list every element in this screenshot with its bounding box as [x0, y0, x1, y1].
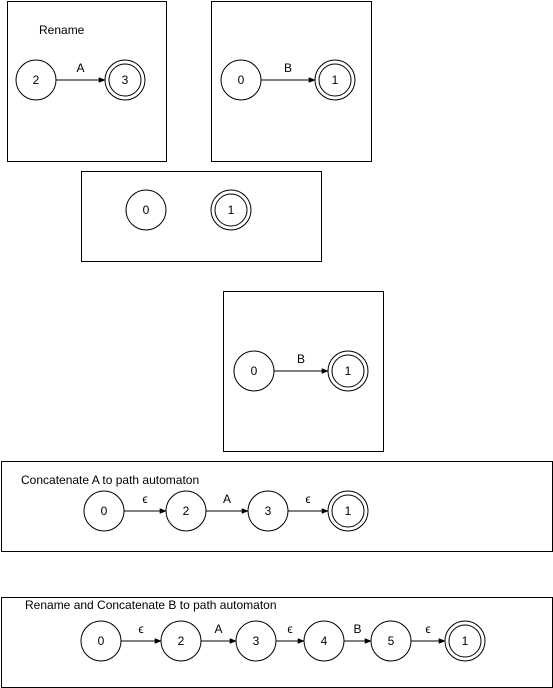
state-label: 0 — [98, 634, 105, 648]
accept-ring — [318, 63, 352, 97]
accept-state: 1 — [444, 620, 486, 662]
state-label: 2 — [183, 504, 190, 518]
state-label: 1 — [228, 203, 235, 217]
state-label: 3 — [265, 504, 272, 518]
transition-label: A — [214, 622, 222, 636]
state-label: 0 — [101, 504, 108, 518]
panel-automaton-b-copy: B 0 1 — [223, 291, 384, 452]
transition-label: ϵ — [305, 492, 310, 506]
accept-ring — [448, 624, 482, 658]
state-label: 3 — [122, 73, 129, 87]
state: 5 — [370, 620, 412, 662]
state-label: 2 — [33, 73, 40, 87]
panel-title: Rename and Concatenate B to path automat… — [25, 598, 277, 612]
transition-label: ϵ — [287, 622, 292, 636]
state: 0 — [233, 350, 275, 392]
transition-label: B — [284, 61, 292, 75]
accept-ring — [108, 63, 142, 97]
state: 0 — [220, 59, 262, 101]
transition-label: ϵ — [142, 492, 147, 506]
state-circle — [80, 620, 122, 662]
state: 2 — [15, 59, 57, 101]
state: 3 — [235, 620, 277, 662]
state-circle — [220, 59, 262, 101]
panel-frame — [81, 171, 322, 262]
state-label: 1 — [345, 364, 352, 378]
state-label: 1 — [462, 634, 469, 648]
panel-title: Concatenate A to path automaton — [21, 473, 199, 487]
state-label: 0 — [143, 203, 150, 217]
state-circle — [247, 490, 289, 532]
state-circle — [160, 620, 202, 662]
transition-label: A — [76, 61, 84, 75]
state: 0 — [80, 620, 122, 662]
state-label: 4 — [321, 634, 328, 648]
accept-state: 1 — [314, 59, 356, 101]
state: 2 — [165, 490, 207, 532]
state: 4 — [303, 620, 345, 662]
transition-label: ϵ — [138, 622, 143, 636]
state-label: 1 — [332, 73, 339, 87]
state-label: 0 — [251, 364, 258, 378]
state-circle — [370, 620, 412, 662]
accept-ring — [331, 354, 365, 388]
state-circle — [235, 620, 277, 662]
transition-label: B — [353, 622, 361, 636]
transition-label: ϵ — [425, 622, 430, 636]
state: 3 — [247, 490, 289, 532]
accept-state: 1 — [210, 189, 252, 231]
state-label: 2 — [178, 634, 185, 648]
accept-state: 3 — [104, 59, 146, 101]
state-circle — [233, 350, 275, 392]
panel-title: Rename — [39, 23, 85, 37]
state-circle — [125, 189, 167, 231]
state-circle — [15, 59, 57, 101]
accept-state: 1 — [327, 350, 369, 392]
panel-automaton-b: B 0 1 — [211, 1, 372, 162]
accept-ring — [331, 494, 365, 528]
state-circle — [303, 620, 345, 662]
accept-state: 1 — [327, 490, 369, 532]
state-label: 3 — [253, 634, 260, 648]
state-circle — [165, 490, 207, 532]
accept-ring — [214, 193, 248, 227]
state-label: 1 — [345, 504, 352, 518]
transition-label: B — [297, 352, 305, 366]
state-circle — [83, 490, 125, 532]
state-label: 0 — [238, 73, 245, 87]
state-label: 5 — [388, 634, 395, 648]
state: 0 — [83, 490, 125, 532]
state: 0 — [125, 189, 167, 231]
state: 2 — [160, 620, 202, 662]
panel-concat-b: Rename and Concatenate B to path automat… — [1, 597, 553, 688]
transition-label: A — [223, 492, 231, 506]
